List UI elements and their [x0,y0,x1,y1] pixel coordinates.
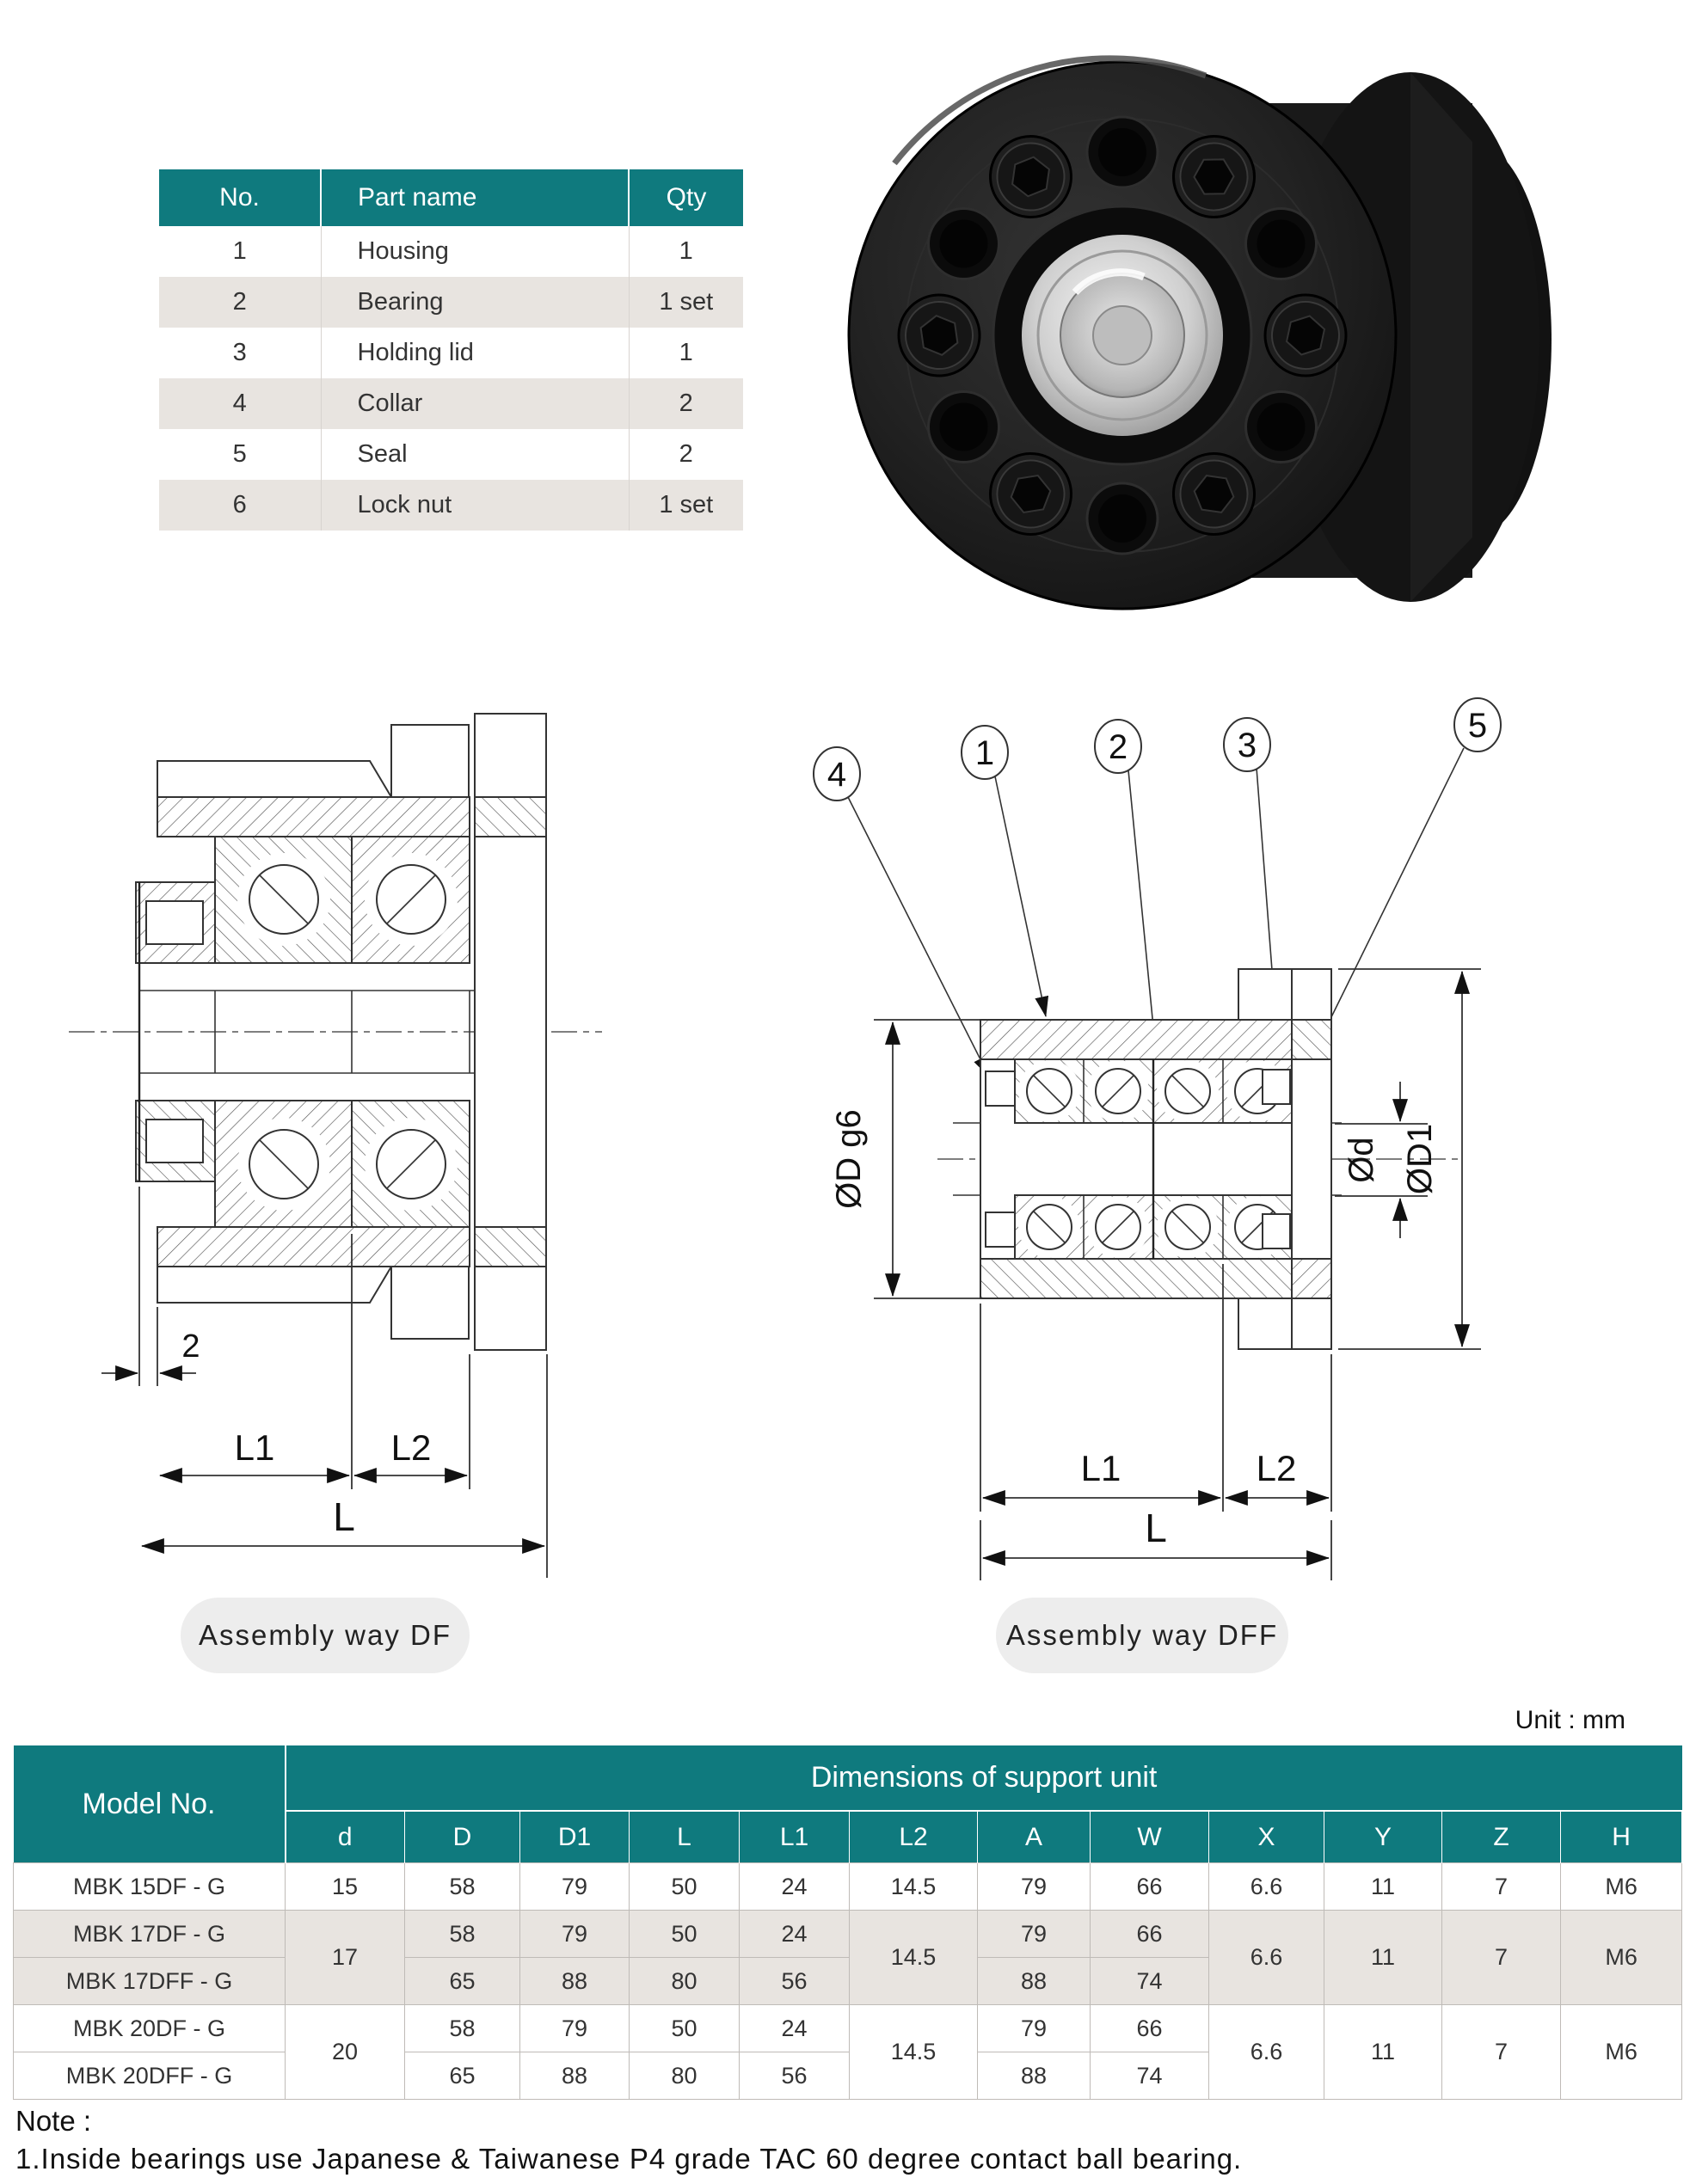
parts-col-name: Part name [321,169,630,226]
dims-row-mbk20df: MBK 20DF - G 20 58 79 50 24 14.5 79 66 6… [13,2004,1683,2100]
col-H: H [1559,1810,1683,1863]
df-housing-step-top [157,760,393,798]
col-d: d [285,1810,405,1863]
parts-table: No. Part name Qty 1 Housing 1 2 Bearing … [159,169,743,531]
dff-screw-bottom [1238,1298,1293,1350]
col-D1: D1 [519,1810,630,1863]
dff-dim-l: L [980,1506,1332,1580]
dff-dim-d1: ØD1 [1338,968,1481,1350]
svg-text:ØD g6: ØD g6 [830,1109,868,1209]
parts-table-header-row: No. Part name Qty [159,169,743,226]
dims-row-mbk20dff: MBK 20DFF - G 65 88 80 56 88 74 [13,2052,1682,2100]
svg-text:5: 5 [1468,707,1487,745]
df-dim-l1: L1 L2 [158,1234,470,1489]
dff-screw-top [1238,968,1293,1021]
dff-dim-dg6: ØD g6 [830,1019,986,1299]
df-housing-band-bottom [157,1226,470,1267]
svg-text:2: 2 [1109,728,1128,766]
parts-row: 6 Lock nut 1 set [159,480,743,531]
dff-balloons: 4 1 2 3 5 [813,697,1502,1081]
parts-row: 4 Collar 2 [159,378,743,429]
col-Y: Y [1324,1810,1442,1863]
parts-col-qty: Qty [629,169,743,226]
svg-text:ØD1: ØD1 [1401,1124,1439,1194]
col-A: A [977,1810,1091,1863]
svg-text:1: 1 [975,734,994,772]
dims-title: Dimensions of support unit [285,1745,1682,1812]
dims-row-mbk17df: MBK 17DF - G 17 58 79 50 24 14.5 79 66 6… [13,1910,1683,2005]
df-screw-top [390,724,470,798]
drawing-assembly-dff: 4 1 2 3 5 [813,697,1502,1580]
parts-row: 1 Housing 1 [159,226,743,277]
col-X: X [1208,1810,1324,1863]
svg-text:L1: L1 [235,1427,275,1468]
balloon-4: 4 [813,746,861,801]
df-bearing-upper [214,836,470,964]
parts-row: 5 Seal 2 [159,429,743,480]
df-housing-band-top [157,796,470,837]
dff-bearings [1014,1058,1293,1260]
svg-text:L: L [1145,1506,1167,1550]
dims-row-mbk17dff: MBK 17DFF - G 65 88 80 56 88 74 [13,1957,1682,2005]
dff-collar-seal [985,1069,1291,1249]
note-line-1: 1.Inside bearings use Japanese & Taiwane… [15,2143,1243,2175]
dff-dim-d: Ød [1335,1082,1428,1238]
balloon-5: 5 [1453,697,1502,752]
note-title: Note : [15,2105,92,2137]
label-assembly-way-dff: Assembly way DFF [996,1598,1288,1673]
model-no-header: Model No. [13,1745,286,1863]
df-dim-l: L [140,1354,548,1578]
svg-text:L: L [333,1494,355,1539]
unit-label: Unit : mm [1515,1706,1625,1734]
svg-text:L1: L1 [1081,1448,1121,1488]
col-L2: L2 [849,1810,978,1863]
label-assembly-way-df: Assembly way DF [181,1598,470,1673]
svg-text:2: 2 [181,1328,200,1365]
svg-text:4: 4 [827,756,846,794]
parts-row: 2 Bearing 1 set [159,277,743,328]
df-screw-bottom [390,1266,470,1340]
drawing-assembly-df: 2 L1 L2 L [69,713,602,1578]
svg-text:L2: L2 [1257,1448,1297,1488]
balloon-1: 1 [961,725,1009,780]
balloon-3: 3 [1223,717,1271,772]
parts-col-no: No. [159,169,322,226]
dimensions-table: Model No. Dimensions of support unit d D… [13,1745,1683,2100]
dims-header-row1: Model No. Dimensions of support unit [13,1745,1682,1863]
col-W: W [1090,1810,1209,1863]
dims-header-row2: d D D1 L L1 L2 A W X Y Z H [14,1810,1683,1863]
col-D: D [404,1810,520,1863]
svg-text:3: 3 [1238,727,1257,764]
dims-row-mbk15df: MBK 15DF - G 15 58 79 50 24 14.5 79 66 6… [13,1862,1683,1911]
df-housing-step-bottom [157,1266,393,1304]
svg-text:L2: L2 [391,1427,432,1468]
dff-dim-l1: L1 L2 [980,1264,1332,1512]
parts-row: 3 Holding lid 1 [159,328,743,378]
product-photo [847,55,1552,610]
balloon-2: 2 [1094,719,1142,774]
col-L: L [629,1810,740,1863]
col-Z: Z [1441,1810,1561,1863]
col-L1: L1 [739,1810,850,1863]
df-lock-nut [135,881,216,1182]
svg-text:Ød: Ød [1343,1137,1380,1182]
df-dim-2: 2 [101,1187,200,1386]
df-bearing-lower [214,1100,470,1228]
